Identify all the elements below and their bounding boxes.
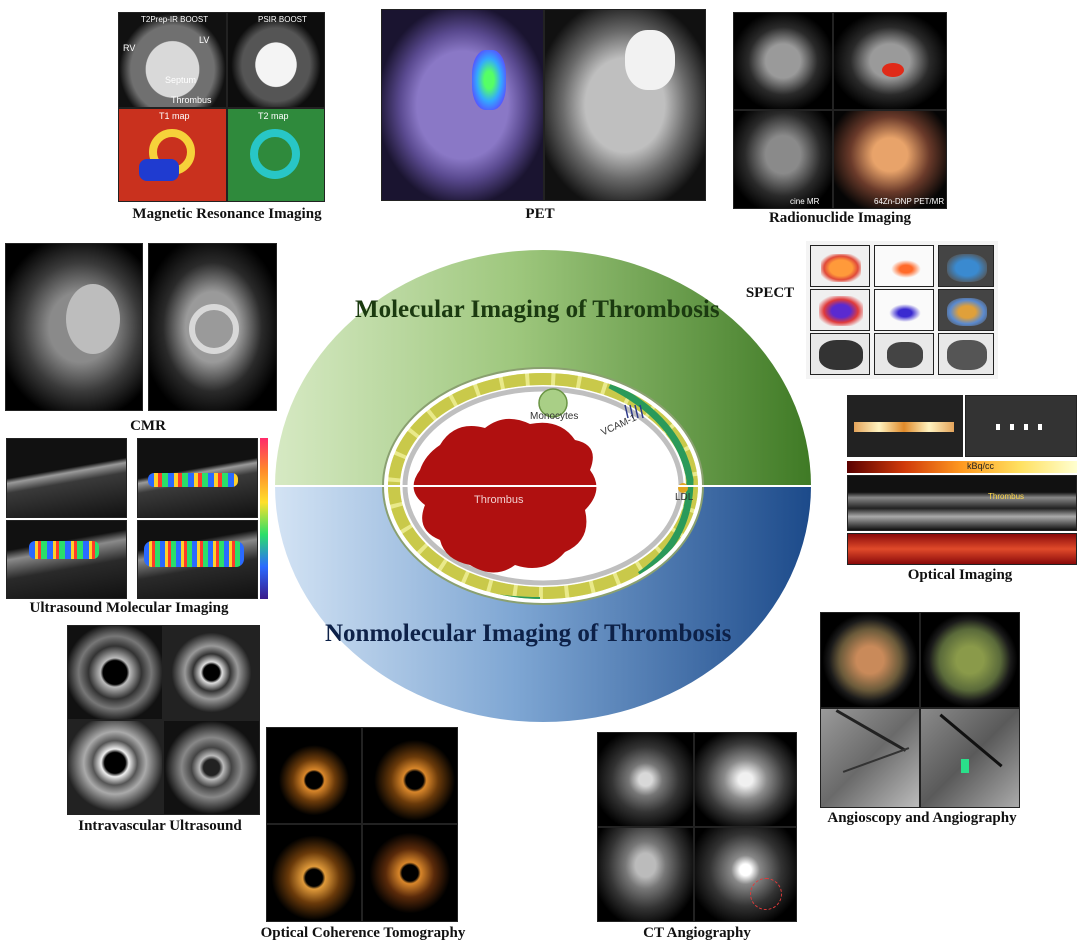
oct-caption: Optical Coherence Tomography (260, 925, 466, 941)
thrombus-shape (413, 418, 597, 573)
monocyte-cell (538, 388, 568, 418)
radionuclide-caption: Radionuclide Imaging (768, 210, 912, 226)
ivus-caption: Intravascular Ultrasound (78, 818, 242, 834)
pet-panel (381, 9, 706, 201)
nonmolecular-imaging-title: Nonmolecular Imaging of Thrombosis (325, 620, 732, 647)
mri-caption: Magnetic Resonance Imaging (132, 206, 322, 222)
ultrasound-panel (6, 438, 268, 599)
thrombus-label: Thrombus (474, 494, 524, 506)
pet-caption: PET (525, 206, 555, 222)
cta-panel (597, 732, 797, 922)
oct-panel (266, 727, 458, 922)
spect-caption: SPECT (745, 285, 795, 301)
cta-caption: CT Angiography (643, 925, 751, 941)
angio-caption: Angioscopy and Angiography (827, 810, 1017, 826)
ivus-panel (67, 625, 260, 815)
angio-panel (820, 612, 1020, 808)
cmr-caption: CMR (130, 418, 166, 434)
ultrasound-caption: Ultrasound Molecular Imaging (29, 600, 229, 616)
spect-panel (806, 241, 998, 379)
monocytes-label: Monocytes (530, 411, 579, 422)
molecular-imaging-title: Molecular Imaging of Thrombosis (355, 296, 720, 323)
optical-panel: kBq/cc Thrombus (847, 395, 1077, 567)
optical-caption: Optical Imaging (907, 567, 1013, 583)
cmr-panel (5, 243, 277, 411)
radionuclide-panel: cine MR 64Zn-DNP PET/MR (733, 12, 947, 209)
ldl-label: LDL (675, 492, 694, 503)
mri-panel: T2Prep-IR BOOST RV LV Septum Thrombus PS… (118, 12, 325, 202)
